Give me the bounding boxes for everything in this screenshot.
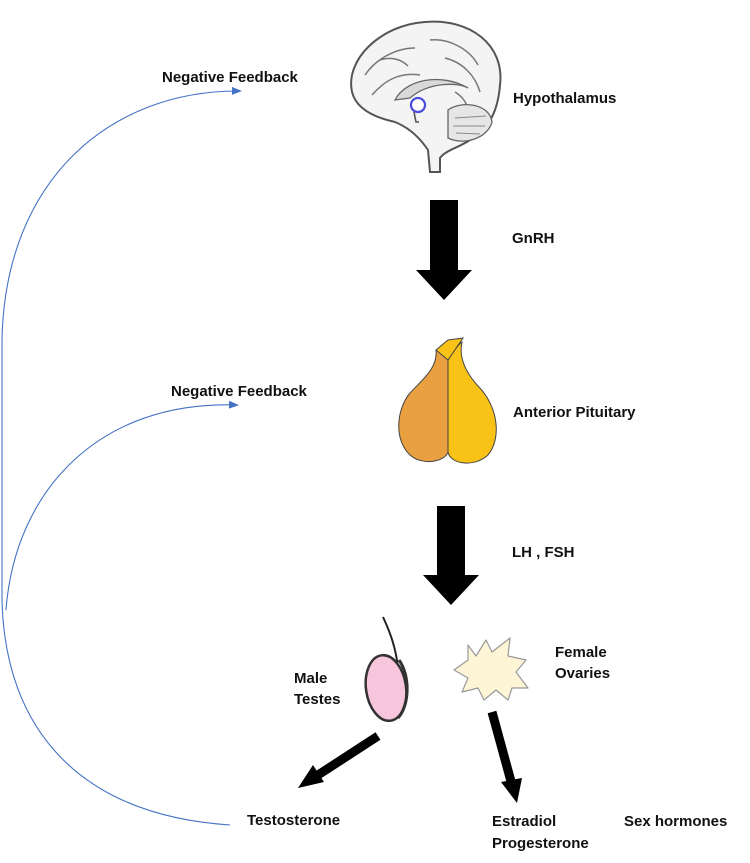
male-label: Male: [294, 670, 328, 687]
estradiol-label: Estradiol: [492, 813, 557, 830]
gnrh-label: GnRH: [512, 230, 555, 247]
arrow-lh-fsh: [423, 506, 479, 605]
progesterone-label: Progesterone: [492, 835, 589, 852]
ovaries-label: Ovaries: [555, 665, 611, 682]
cerebellum: [447, 104, 493, 142]
pituitary-right-lobe: [447, 341, 497, 464]
negative-feedback-label-mid: Negative Feedback: [171, 383, 307, 400]
testosterone-label: Testosterone: [247, 812, 341, 829]
arrow-testosterone: [298, 732, 381, 788]
corpus-callosum: [393, 78, 469, 101]
lh-fsh-label: LH , FSH: [512, 544, 575, 561]
sex-hormones-label: Sex hormones: [624, 813, 728, 830]
pituitary-stalk: [413, 111, 419, 123]
anterior-pituitary-label: Anterior Pituitary: [513, 404, 636, 421]
hypothalamus-label: Hypothalamus: [513, 90, 617, 107]
anterior-pituitary-illustration: [398, 337, 497, 464]
female-label: Female: [555, 644, 607, 661]
negative-feedback-label-top: Negative Feedback: [162, 69, 298, 86]
feedback-curve-outer: [1, 86, 242, 826]
feedback-curve-inner: [5, 400, 239, 611]
testis-illustration: [364, 616, 409, 723]
brain-illustration: [350, 20, 502, 173]
hypothalamus-marker: [409, 96, 427, 114]
ovary-illustration: [453, 637, 529, 701]
pituitary-left-lobe: [398, 349, 449, 463]
brain-gyri: [364, 39, 481, 119]
testes-label: Testes: [294, 691, 341, 708]
pituitary-stalk-top: [435, 337, 465, 361]
testis-epididymis: [396, 659, 409, 720]
arrow-gnrh: [416, 200, 472, 300]
cerebellum-lines: [453, 115, 487, 135]
arrow-estradiol: [487, 710, 522, 803]
brain-outline: [350, 20, 502, 173]
